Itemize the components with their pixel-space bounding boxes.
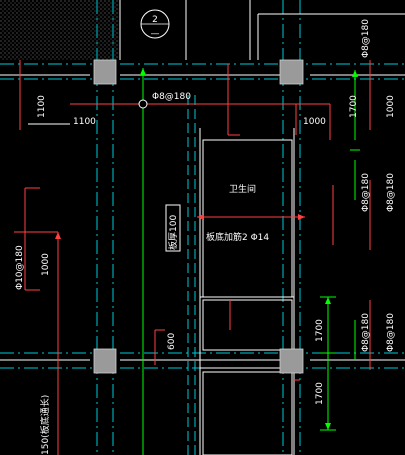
rebar-lines	[142, 68, 360, 455]
label-dim-left-mid: 1000	[41, 253, 51, 276]
label-dim-right-lower-1700-a: 1700	[315, 319, 325, 342]
hatched-area	[0, 0, 118, 60]
label-dim-left-bottom: 150(板底通长)	[39, 395, 51, 455]
label-room-name: 卫生间	[229, 183, 256, 195]
grid-bubble	[140, 9, 170, 39]
label-dim-right-1700-top: 1700	[349, 95, 359, 118]
label-dim-center-lower: 600	[167, 333, 177, 350]
grid-bubble-sub: —	[151, 29, 160, 39]
rebar-marker	[138, 99, 148, 109]
label-rebar-left-mid: Φ10@180	[15, 245, 25, 290]
label-rebar-right-lower-2: Φ8@180	[386, 313, 396, 352]
grid-bubble-label: 2	[152, 15, 158, 25]
label-dim-top-left: 1100	[73, 117, 96, 127]
column-top-left	[93, 59, 117, 85]
column-bottom-right	[279, 348, 304, 374]
dimension-lines	[14, 60, 371, 455]
label-dim-right-lower-1700-b: 1700	[315, 382, 325, 405]
label-dim-right-mid: 1000	[303, 117, 326, 127]
columns	[93, 59, 304, 374]
label-rebar-right-lower: Φ8@180	[361, 313, 371, 352]
label-dim-left-vertical: 1100	[37, 95, 47, 118]
label-slab-thickness: 板厚100	[167, 215, 179, 250]
rebar-arrow-marks	[140, 68, 358, 430]
label-rebar-top-center: Φ8@180	[152, 92, 191, 102]
label-dim-right-edge-1000: 1000	[386, 95, 396, 118]
arrow-marks	[55, 214, 305, 239]
label-rebar-right-mid: Φ8@180	[361, 173, 371, 212]
label-rebar-right-mid-2: Φ8@180	[386, 173, 396, 212]
column-top-right	[279, 59, 304, 85]
label-rebar-right-upper: Φ8@180	[361, 19, 371, 58]
label-slab-bottom-bar: 板底加筋2 Φ14	[206, 231, 269, 243]
column-bottom-left	[93, 348, 117, 374]
